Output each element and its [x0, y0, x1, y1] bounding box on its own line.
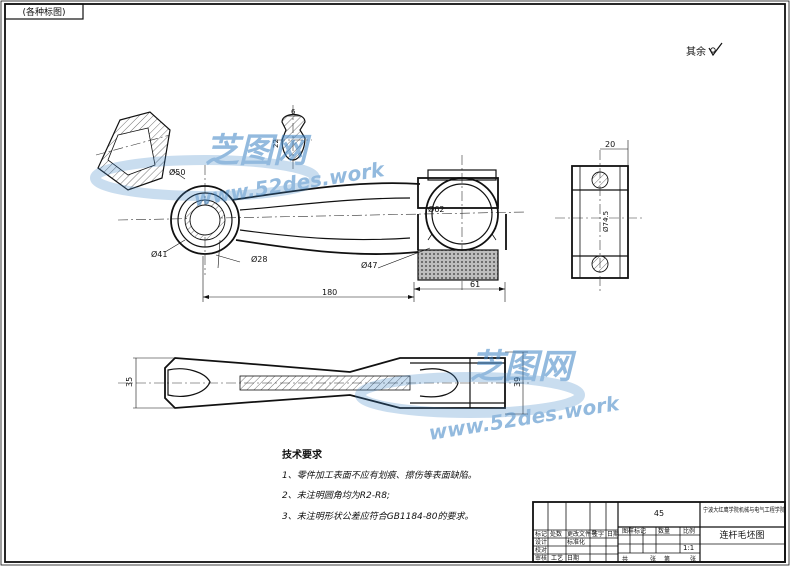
watermark-url-lower: www.52des.work — [427, 391, 622, 445]
tech-req-item-2: 2、未注明圆角均为R2-R8; — [282, 490, 390, 501]
dim-39: 39 — [513, 377, 522, 387]
technical-requirements: 技术要求 1、零件加工表面不应有划痕、擦伤等表面缺陷。 2、未注明圆角均为R2-… — [282, 448, 477, 522]
row-mark: 标记 — [535, 530, 547, 538]
sheet-no-label: 第 — [664, 555, 670, 563]
dim-35: 35 — [125, 377, 134, 387]
tech-req-title: 技术要求 — [282, 448, 323, 461]
roughness-symbol-icon — [708, 42, 723, 57]
dim-d28: Ø28 — [251, 254, 267, 264]
role-std: 标准化 — [567, 538, 585, 546]
role-design: 设计 — [535, 538, 547, 546]
dim-d74: Ø74.5 — [602, 211, 610, 232]
big-end-side-view: 20 Ø74.5 — [555, 140, 645, 292]
role-check: 校对 — [535, 546, 547, 554]
row-date: 日期 — [607, 530, 619, 538]
dim-d47: Ø47 — [361, 260, 377, 270]
inner-border — [4, 3, 786, 563]
surface-finish-note: 其余 — [686, 45, 706, 58]
school-name: 宁波大红鹰学院机械与电气工程学院 — [703, 506, 785, 514]
stamp-box — [4, 3, 84, 20]
scale-value: 1:1 — [683, 544, 694, 552]
row-count: 处数 — [550, 530, 562, 538]
tech-req-item-3: 3、未注明形状公差应符合GB1184-80的要求。 — [282, 511, 473, 522]
row-change-doc: 更改文件号 — [567, 530, 597, 538]
date-label: 日期 — [567, 554, 579, 562]
header-quantity: 数量 — [658, 527, 670, 535]
front-view-dimensions: Ø50 Ø41 Ø28 Ø62 Ø47 180 61 — [151, 167, 506, 302]
dim-d50: Ø50 — [169, 167, 185, 177]
web-cross-section: 6 22 — [272, 105, 312, 170]
role-process: 工艺 — [551, 554, 563, 562]
dim-d41: Ø41 — [151, 249, 167, 259]
connecting-rod-front-view — [117, 155, 526, 290]
role-review: 审核 — [535, 554, 547, 562]
dim-22: 22 — [272, 139, 280, 148]
stamp-text: (各种标图) — [22, 6, 65, 18]
dim-d62: Ø62 — [428, 204, 444, 214]
small-end-section-view — [95, 111, 171, 191]
header-scale: 比例 — [683, 527, 695, 535]
dim-61: 61 — [470, 280, 480, 289]
dim-6: 6 — [291, 108, 296, 116]
sheet-total-label: 共 — [622, 555, 628, 563]
row-sign: 签字 — [592, 530, 604, 538]
watermark-brand-upper: 芝图网 — [205, 131, 312, 171]
watermark-lower: 芝图网 www.52des.work — [355, 347, 622, 445]
material: 45 — [654, 509, 664, 518]
tech-req-item-1: 1、零件加工表面不应有划痕、擦伤等表面缺陷。 — [282, 470, 477, 481]
sheet-total-unit: 张 — [650, 555, 656, 563]
header-figure-mark: 图样标记 — [622, 527, 646, 535]
dim-180: 180 — [322, 288, 337, 297]
drawing-name: 连杆毛坯图 — [719, 529, 764, 541]
sheet-no-unit: 张 — [690, 555, 696, 563]
watermark-brand-lower: 芝图网 — [470, 347, 577, 387]
dim-20: 20 — [605, 140, 615, 149]
connecting-rod-top-view: 35 39 — [118, 351, 530, 415]
title-block: 45 宁波大红鹰学院机械与电气工程学院 连杆毛坯图 图样标记 数量 比例 1:1… — [532, 501, 786, 563]
